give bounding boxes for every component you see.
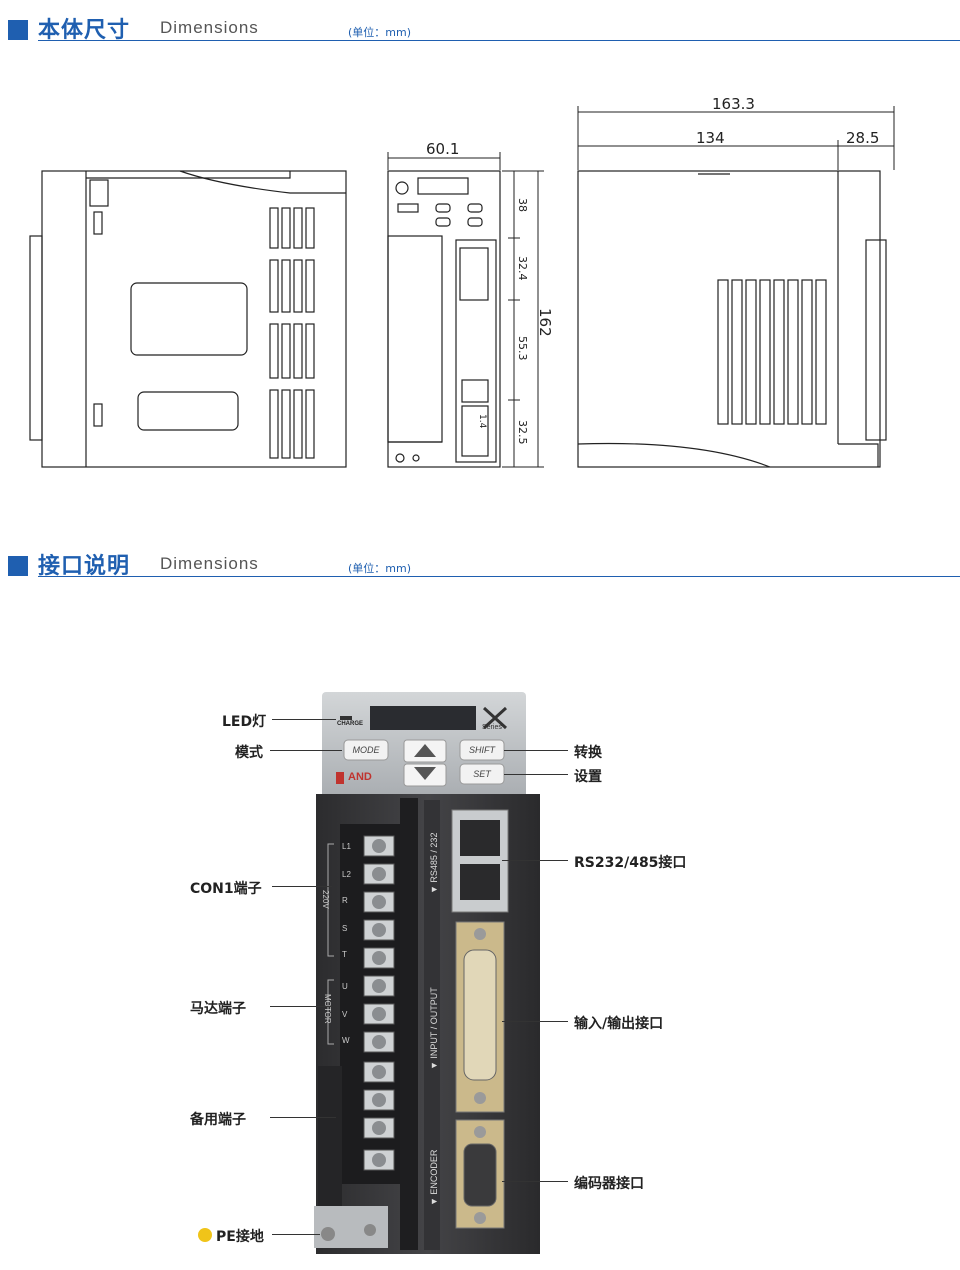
section-title-cn: 本体尺寸 xyxy=(38,18,131,43)
section-header-dimensions: 本体尺寸 Dimensions (单位：mm) xyxy=(0,12,960,43)
leader-io xyxy=(502,1021,568,1022)
callout-pe: PE接地 xyxy=(216,1229,264,1245)
encoder-port-connector[interactable] xyxy=(463,1143,497,1207)
volt-label: 220V xyxy=(321,890,330,909)
port-io-label: ▼ INPUT / OUTPUT xyxy=(429,987,439,1070)
io-screw-bottom xyxy=(474,1092,486,1104)
brand-label: AND xyxy=(348,771,372,783)
leader-spare xyxy=(270,1117,336,1118)
rs-port-upper[interactable] xyxy=(460,820,500,856)
shift-button-label: SHIFT xyxy=(469,745,495,755)
charge-text: CHARGE xyxy=(337,721,364,727)
body-divider xyxy=(400,798,418,1250)
section-unit: (单位：mm) xyxy=(348,26,412,39)
terminal-label: L1 xyxy=(342,842,351,851)
series-x-logo-icon xyxy=(482,706,508,730)
callout-con1: CON1端子 xyxy=(190,881,262,897)
callout-spare: 备用端子 xyxy=(190,1112,246,1128)
leader-set xyxy=(504,774,568,775)
io-port-connector[interactable] xyxy=(463,949,497,1081)
callout-enc: 编码器接口 xyxy=(574,1176,644,1192)
motor-label: MOTOR xyxy=(323,994,332,1024)
port-rs-label: ▼ RS485 / 232 xyxy=(429,832,439,894)
terminal-label: L2 xyxy=(342,870,351,879)
dim-seg-2: 32.4 xyxy=(516,256,529,281)
leader-led xyxy=(272,719,336,720)
side-dimension-lines xyxy=(577,106,895,170)
vent-fins-right xyxy=(717,279,827,425)
pe-screw-2 xyxy=(364,1224,376,1236)
mode-button-label: MODE xyxy=(352,745,380,755)
callout-rs: RS232/485接口 xyxy=(574,855,687,871)
down-arrow-icon xyxy=(414,767,436,780)
display-window xyxy=(370,706,476,730)
side-view-right xyxy=(577,170,887,468)
section-rule xyxy=(38,40,960,41)
charge-led xyxy=(340,716,352,720)
callout-set: 设置 xyxy=(574,769,602,785)
leader-mode xyxy=(270,750,342,751)
vent-slots-left xyxy=(269,207,315,459)
io-screw-top xyxy=(474,928,486,940)
dim-small: 1.4 xyxy=(477,414,487,429)
dim-seg-4: 32.5 xyxy=(516,420,529,445)
leader-pe xyxy=(272,1234,320,1235)
section-title-en: Dimensions xyxy=(160,554,259,573)
callout-mode: 模式 xyxy=(235,745,263,761)
con1-bracket xyxy=(327,843,334,957)
dim-depth-front: 28.5 xyxy=(846,129,879,147)
terminal-label: W xyxy=(342,1036,350,1045)
encoder-screw-bottom xyxy=(474,1212,486,1224)
terminal-label: T xyxy=(342,950,347,959)
drive-front-panel xyxy=(314,692,540,1254)
encoder-screw-top xyxy=(474,1126,486,1138)
callout-led: LED灯 xyxy=(222,714,267,730)
ground-icon xyxy=(198,1228,212,1242)
callout-motor: 马达端子 xyxy=(190,1001,246,1017)
dimension-drawings: 60.1 162 38 32.4 55.3 32.5 1.4 163.3 134… xyxy=(29,95,895,468)
section-header-interfaces: 接口说明 Dimensions (单位：mm) xyxy=(0,548,960,579)
rs-port-lower[interactable] xyxy=(460,864,500,900)
front-dimension-lines xyxy=(387,152,544,468)
leader-shift xyxy=(504,750,568,751)
section-title-en: Dimensions xyxy=(160,18,259,37)
dim-seg-1: 38 xyxy=(516,198,529,212)
terminal-label: S xyxy=(342,924,348,933)
port-enc-label: ▼ ENCODER xyxy=(429,1149,439,1206)
series-text: Series xyxy=(482,724,502,731)
dim-front-width: 60.1 xyxy=(426,140,459,158)
dim-depth-body: 134 xyxy=(696,129,725,147)
leader-rs xyxy=(502,860,568,861)
section-square-icon xyxy=(8,556,28,576)
up-arrow-icon xyxy=(414,744,436,757)
section-title-cn: 接口说明 xyxy=(38,554,131,579)
dim-depth-total: 163.3 xyxy=(712,95,755,113)
pe-plate xyxy=(314,1206,388,1248)
set-button-label: SET xyxy=(473,769,491,779)
label-strip xyxy=(424,800,440,1250)
terminal-label: V xyxy=(342,1010,348,1019)
dim-seg-3: 55.3 xyxy=(516,336,529,361)
brand-logo-icon xyxy=(336,772,344,784)
section-square-icon xyxy=(8,20,28,40)
pe-screw xyxy=(321,1227,335,1241)
mode-button[interactable] xyxy=(343,739,389,761)
terminal-screws xyxy=(363,835,395,1171)
leader-motor xyxy=(270,1006,332,1007)
callout-shift: 转换 xyxy=(574,745,602,761)
front-view xyxy=(387,170,501,468)
motor-bracket xyxy=(327,979,334,1045)
side-view-left xyxy=(29,170,347,468)
terminal-label: R xyxy=(342,896,348,905)
callout-io: 输入/输出接口 xyxy=(574,1016,664,1032)
leader-con1 xyxy=(272,886,332,887)
leader-enc xyxy=(502,1181,568,1182)
spare-terminal-area xyxy=(318,1066,342,1206)
dim-total-height: 162 xyxy=(536,308,554,337)
section-unit: (单位：mm) xyxy=(348,562,412,575)
terminal-label: U xyxy=(342,982,348,991)
section-rule xyxy=(38,576,960,577)
